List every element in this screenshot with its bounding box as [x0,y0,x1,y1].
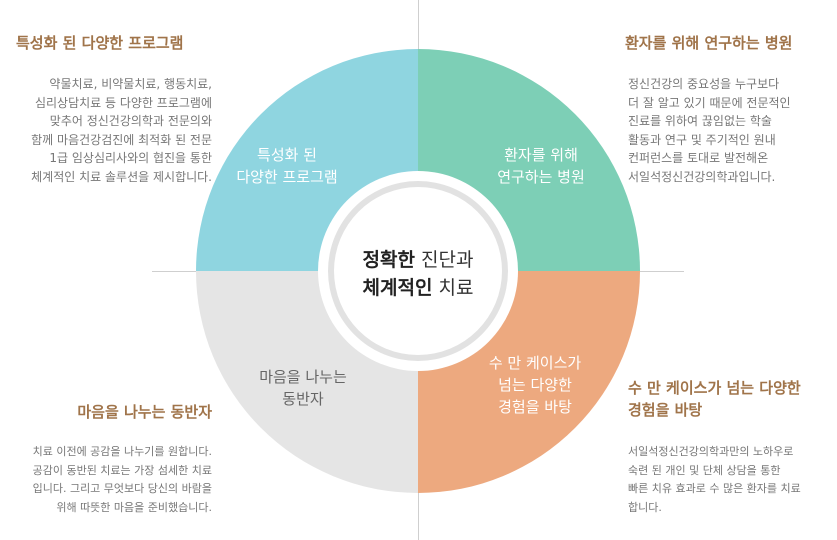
section-title-top-left: 특성화 된 다양한 프로그램 [16,34,184,52]
section-desc-bottom-left: 치료 이전에 공감을 나누기를 원합니다. 공감이 동반된 치료는 가장 섬세한… [32,445,212,514]
section-desc-top-left: 약물치료, 비약물치료, 행동치료, 심리상담치료 등 다양한 프로그램에 맞추… [31,77,212,184]
section-title-bottom-left: 마음을 나누는 동반자 [77,403,212,421]
quadrant-bottom-left-label: 마음을 나누는 동반자 [259,368,347,408]
quadrant-bottom-right-label: 수 만 케이스가 넘는 다양한 경험을 바탕 [488,354,582,416]
center-text: 정확한 진단과 체계적인 치료 [318,246,518,302]
center-circle [334,187,502,355]
quadrant-top-left-label: 특성화 된 다양한 프로그램 [236,146,338,186]
quadrant-top-right-label: 환자를 위해 연구하는 병원 [497,146,585,186]
section-desc-top-right: 정신건강의 중요성을 누구보다 더 잘 알고 있기 때문에 전문적인 진료를 위… [628,77,791,184]
center-line-2: 체계적인 치료 [362,277,474,299]
section-title-bottom-right: 수 만 케이스가 넘는 다양한 경험을 바탕 [628,379,801,419]
center-line-1: 정확한 진단과 [362,249,474,271]
section-title-top-right: 환자를 위해 연구하는 병원 [625,34,793,52]
section-desc-bottom-right: 서일석정신건강의학과만의 노하우로 숙련 된 개인 및 단체 상담을 통한 빠른… [628,445,801,514]
